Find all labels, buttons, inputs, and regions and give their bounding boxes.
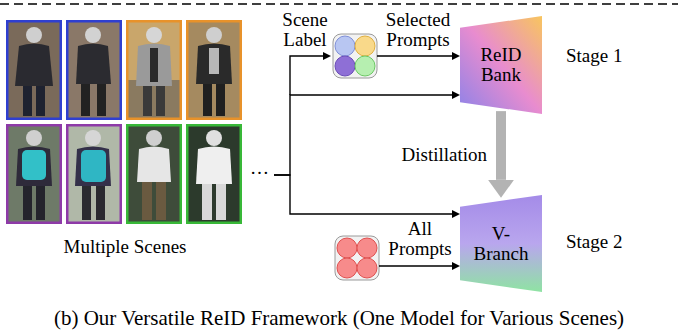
ellipsis-mark: … bbox=[250, 158, 269, 178]
grid-label: Multiple Scenes bbox=[4, 237, 246, 257]
node-text-block: Multiple Scenes bbox=[4, 237, 246, 257]
module-shape bbox=[460, 195, 542, 292]
prompt-cluster bbox=[333, 34, 377, 78]
input-annotation: All Prompts bbox=[382, 219, 458, 259]
input-annotation: Selected Prompts bbox=[376, 10, 460, 50]
ellipsis-mark: … bbox=[250, 158, 269, 178]
person-photo bbox=[6, 20, 62, 120]
module-shape bbox=[460, 16, 542, 114]
person-photo bbox=[126, 20, 182, 120]
stage-label: Stage 2 bbox=[566, 232, 622, 252]
input-annotation: Selected Prompts bbox=[376, 10, 460, 50]
stage-label: Stage 2 bbox=[566, 232, 622, 252]
input-annotation: All Prompts bbox=[382, 219, 458, 259]
stage-label: Stage 1 bbox=[566, 46, 622, 66]
prompt-arrow bbox=[377, 55, 452, 56]
module-label: ReID Bank bbox=[472, 45, 530, 85]
input-annotation: Scene Label bbox=[275, 10, 335, 50]
person-photo bbox=[186, 20, 242, 120]
figure-caption: (b) Our Versatile ReID Framework (One Mo… bbox=[0, 307, 678, 329]
distillation-arrow bbox=[496, 111, 506, 180]
node-text-block: V-Branch bbox=[472, 224, 530, 264]
stage-label: Stage 1 bbox=[566, 46, 622, 66]
figure-caption: (b) Our Versatile ReID Framework (One Mo… bbox=[0, 307, 678, 329]
edge-label: Distillation bbox=[400, 145, 490, 165]
v-branch-module: V-Branch bbox=[460, 195, 542, 292]
scene-image-grid: Multiple Scenes bbox=[4, 16, 274, 260]
person-photo bbox=[186, 124, 242, 224]
prompt-cluster bbox=[335, 236, 379, 280]
prompt-arrow bbox=[379, 265, 452, 266]
person-photo bbox=[66, 124, 122, 224]
scene-label-arrow bbox=[290, 56, 323, 95]
input-connector bbox=[274, 175, 452, 214]
node-text-block: ReID Bank bbox=[472, 45, 530, 85]
module-label: V-Branch bbox=[472, 224, 530, 264]
person-photo bbox=[66, 20, 122, 120]
reid-bank-module: ReID Bank bbox=[460, 16, 542, 114]
person-photo bbox=[126, 124, 182, 224]
input-annotation: Scene Label bbox=[275, 10, 335, 50]
person-photo bbox=[6, 124, 62, 224]
separator-line bbox=[0, 3, 678, 5]
